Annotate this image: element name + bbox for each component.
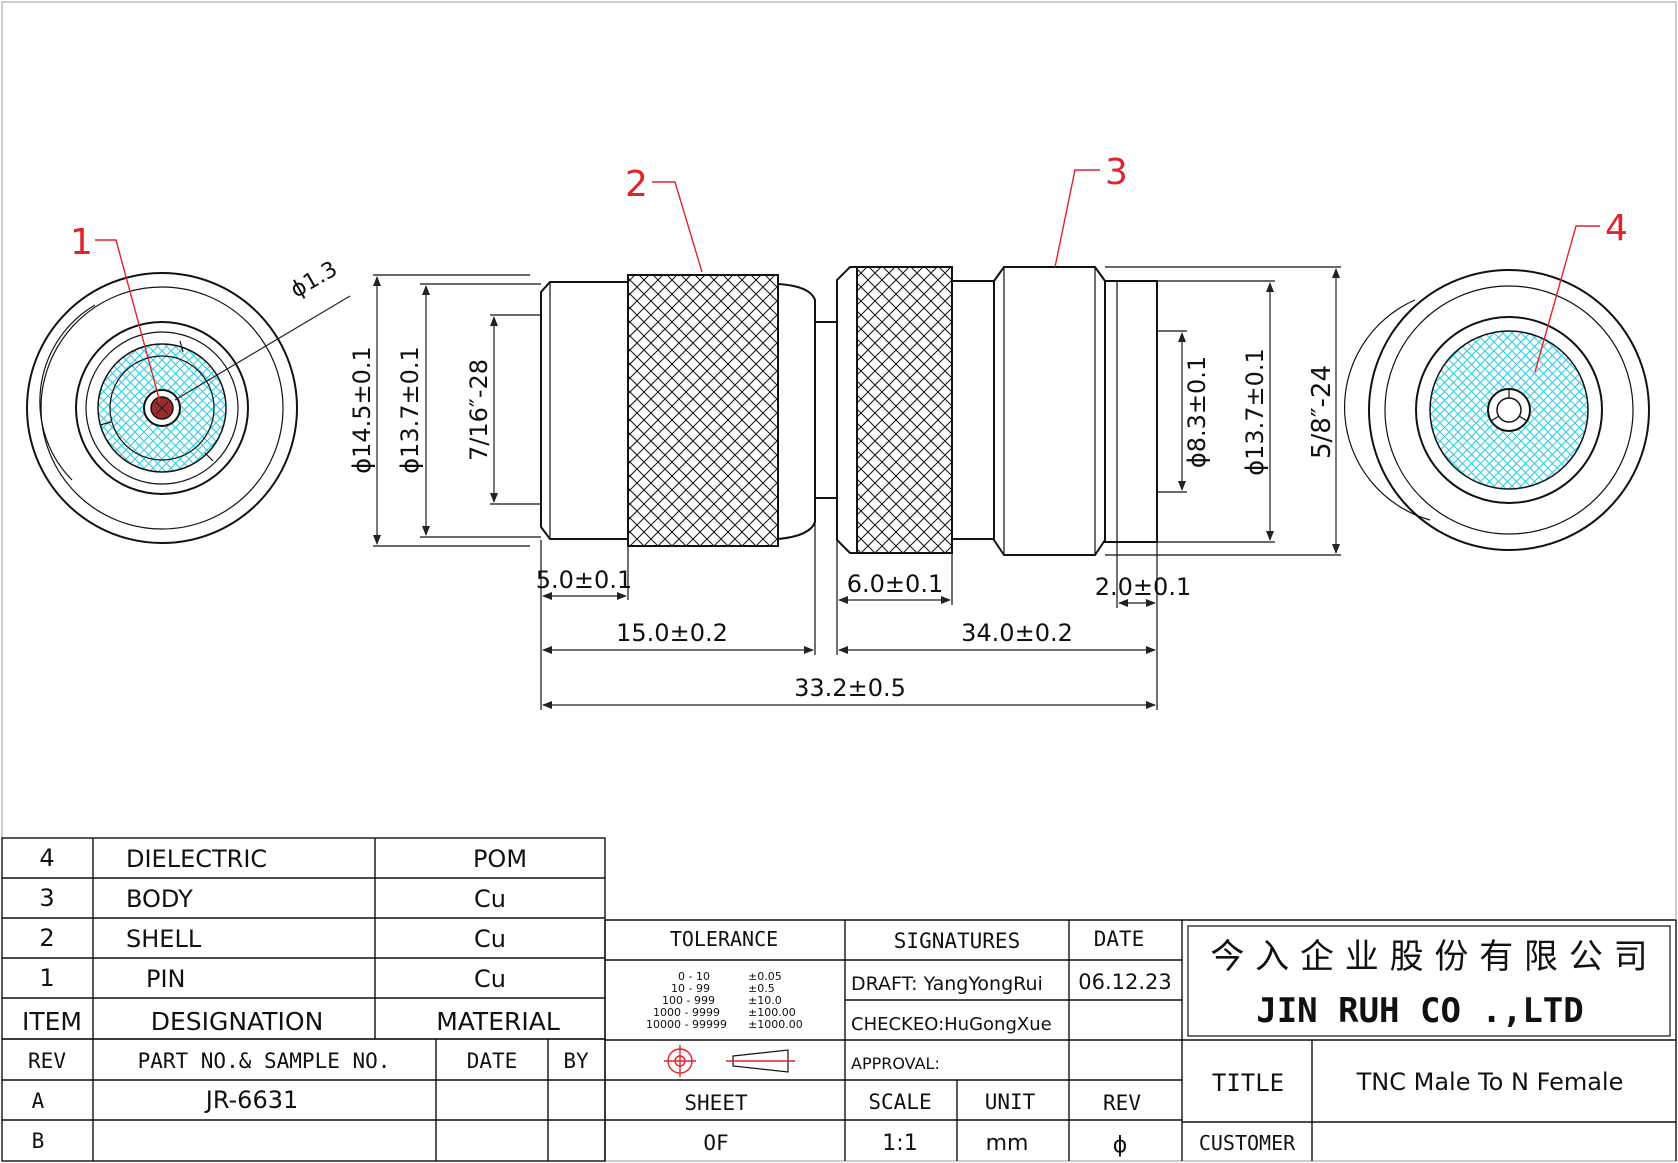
rev-header-date: DATE (467, 1049, 518, 1073)
tolerance-value: ±0.5 (748, 982, 775, 995)
title-label: TITLE (1212, 1069, 1284, 1097)
bom-row-item: 4 (39, 844, 54, 872)
date-label: DATE (1094, 927, 1145, 951)
draft-signature: DRAFT: YangYongRui (851, 973, 1043, 995)
company-name-en: JIN RUH CO .,LTD (1256, 991, 1584, 1031)
bom-row-material: Cu (474, 885, 506, 913)
tolerance-title: TOLERANCE (670, 927, 778, 951)
bom-table: 4 DIELECTRIC POM 3 BODY Cu 2 SHELL Cu 1 … (1, 837, 606, 1040)
tolerance-value: ±1000.00 (748, 1018, 803, 1031)
len-2-label: 2.0±0.1 (1095, 573, 1191, 601)
bom-header-material: MATERIAL (436, 1007, 560, 1036)
bom-row-designation: PIN (146, 965, 186, 993)
rev-row-rev: B (32, 1129, 45, 1153)
len-15-label: 15.0±0.2 (616, 619, 728, 647)
len-5-label: 5.0±0.1 (536, 566, 632, 594)
signatures-title: SIGNATURES (894, 929, 1020, 953)
balloon-2: 2 (625, 164, 648, 205)
bom-header-item: ITEM (22, 1007, 82, 1036)
len-6-label: 6.0±0.1 (847, 570, 943, 598)
balloon-1: 1 (70, 222, 93, 263)
scale-label: SCALE (868, 1090, 931, 1114)
rev-header-by: BY (563, 1049, 589, 1073)
rev-value: ϕ (1113, 1133, 1128, 1158)
projection-symbol-icon (664, 1045, 795, 1077)
bom-row-designation: SHELL (126, 925, 202, 953)
tolerance-range: 10000 - 99999 (646, 1018, 727, 1031)
rev-header-part: PART NO.& SAMPLE NO. (138, 1049, 391, 1073)
of-label: OF (703, 1131, 728, 1155)
bom-row-material: POM (473, 845, 527, 873)
unit-value: mm (986, 1131, 1029, 1156)
tolerance-range: 10 - 99 (671, 982, 710, 995)
balloon-4: 4 (1605, 208, 1628, 249)
approval-label: APPROVAL: (851, 1054, 940, 1073)
revision-table: REV PART NO.& SAMPLE NO. DATE BY A JR-66… (1, 1038, 606, 1162)
rev-row-rev: A (32, 1089, 45, 1113)
checked-signature: CHECKEO:HuGongXue (851, 1014, 1052, 1035)
bom-row-designation: BODY (126, 885, 193, 913)
date-value: 06.12.23 (1078, 970, 1172, 994)
side-view: ϕ14.5±0.1 ϕ13.7±0.1 7/16″-28 ϕ8.3±0.1 ϕ1… (348, 152, 1341, 710)
thread-left-label: 7/16″-28 (465, 359, 493, 461)
bom-row-item: 3 (39, 884, 54, 912)
bom-row-item: 2 (39, 924, 54, 952)
title-value: TNC Male To N Female (1356, 1068, 1624, 1096)
rev-row-part: JR-6631 (204, 1086, 299, 1114)
thread-right-label: 5/8″-24 (1307, 365, 1337, 459)
rev-label: REV (1103, 1091, 1141, 1115)
unit-label: UNIT (985, 1090, 1036, 1114)
bom-row-material: Cu (474, 925, 506, 953)
rev-header-rev: REV (28, 1049, 66, 1073)
len-34-label: 34.0±0.2 (961, 619, 1073, 647)
tolerance-value: ±10.0 (748, 994, 782, 1007)
company-name-cn: 今 入 企 业 股 份 有 限 公 司 (1210, 937, 1647, 977)
customer-label: CUSTOMER (1199, 1131, 1296, 1155)
tolerance-range: 0 - 10 (678, 970, 710, 983)
balloon-3: 3 (1105, 152, 1128, 193)
bom-row-item: 1 (39, 964, 54, 992)
outer-diameter-label: ϕ14.5±0.1 (348, 346, 376, 474)
body-diameter-left-label: ϕ13.7±0.1 (396, 346, 424, 474)
scale-value: 1:1 (882, 1131, 917, 1156)
title-block: TOLERANCE 0 - 10 10 - 99 100 - 999 1000 … (604, 919, 1677, 1161)
tolerance-value: ±0.05 (748, 970, 782, 983)
tolerance-range: 1000 - 9999 (653, 1006, 720, 1019)
tolerance-value: ±100.00 (748, 1006, 796, 1019)
pin-diameter-label: ϕ1.3 (287, 257, 342, 303)
left-end-view: ϕ1.3 1 (26, 222, 351, 544)
bom-row-designation: DIELECTRIC (126, 845, 267, 873)
bom-header-designation: DESIGNATION (151, 1007, 324, 1036)
tolerance-range: 100 - 999 (662, 994, 715, 1007)
right-end-view: 4 (1343, 208, 1650, 551)
bom-row-material: Cu (474, 965, 506, 993)
inner-diameter-label: ϕ8.3±0.1 (1183, 356, 1211, 468)
len-total-label: 33.2±0.5 (794, 674, 906, 702)
body-diameter-right-label: ϕ13.7±0.1 (1241, 348, 1269, 476)
sheet-label: SHEET (684, 1091, 748, 1115)
